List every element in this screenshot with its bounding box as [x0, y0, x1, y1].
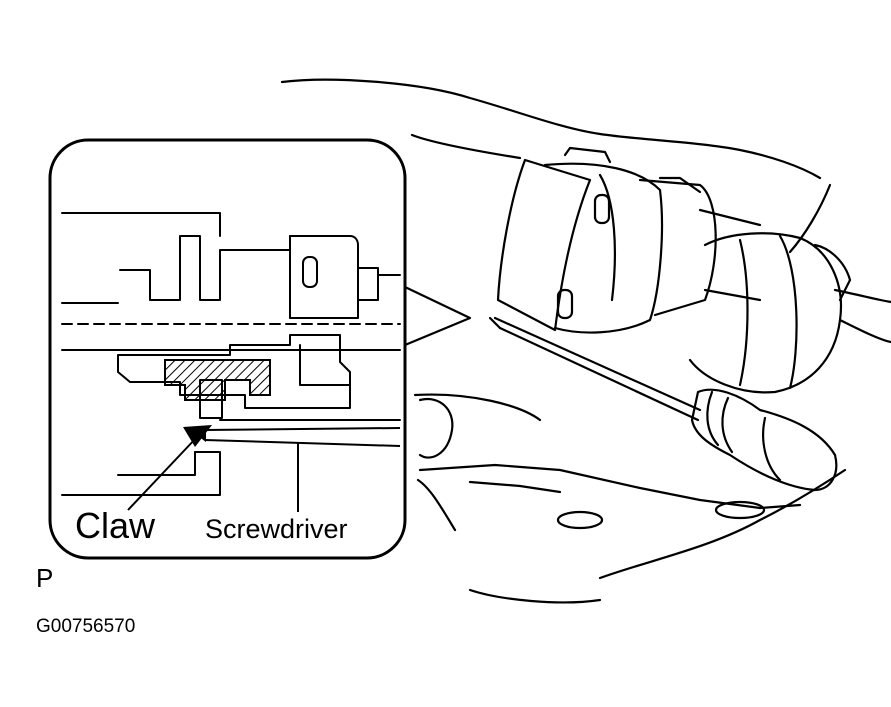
- screwdriver-handle-grip: [762, 416, 782, 482]
- connector-cable-2: [833, 288, 891, 304]
- figure-code: G00756570: [36, 616, 135, 637]
- housing-bottom: [598, 468, 847, 580]
- screwdriver-handle-collar: [706, 390, 734, 454]
- detail-slot: [302, 256, 318, 288]
- detail-screwdriver-shaft: [204, 427, 401, 447]
- housing-right-edge: [788, 183, 832, 254]
- detail-housing-step: [299, 344, 351, 386]
- assembly-collar-2: [658, 176, 702, 194]
- detail-cylinder-left: [119, 235, 291, 301]
- bolt-hole-2: [714, 500, 766, 520]
- mount-recess: [418, 397, 454, 459]
- housing-top-edge: [410, 133, 522, 160]
- detail-housing: [117, 334, 351, 409]
- housing-outline: [280, 78, 822, 180]
- assembly-sleeve: [496, 158, 592, 332]
- screwdriver-handle: [690, 388, 838, 492]
- connector-body: [688, 232, 842, 394]
- connector-ridge-2: [778, 234, 798, 390]
- connector-ridge-1: [738, 238, 749, 387]
- main-view: [280, 78, 891, 604]
- assembly-top-lug: [563, 146, 612, 164]
- detail-top-line: [61, 212, 221, 237]
- detail-hatched-section: [164, 359, 271, 401]
- bolt-hole-1: [556, 510, 604, 530]
- connector-lock: [813, 243, 852, 302]
- base-plate-inner: [468, 480, 562, 494]
- detail-cylinder-right: [357, 267, 379, 301]
- assembly-body: [543, 162, 664, 334]
- assembly-collar: [638, 178, 717, 317]
- detail-claw: [183, 425, 212, 447]
- claw-label: Claw: [75, 505, 156, 546]
- view-marker: P: [36, 563, 53, 593]
- detail-base-line-2: [117, 451, 196, 476]
- assembly-slot-1: [593, 193, 611, 225]
- base-plate: [418, 463, 802, 510]
- detail-cylinder-body: [289, 235, 359, 319]
- detail-inset: Claw Screwdriver: [48, 138, 407, 560]
- screwdriver-label: Screwdriver: [205, 514, 348, 544]
- claw-leader-line: [127, 436, 198, 511]
- housing-left-lower: [416, 478, 457, 532]
- assembly-shaft: [698, 208, 762, 302]
- assembly-slot-2: [556, 288, 574, 320]
- assembly-ring: [598, 173, 616, 302]
- callout-pointer: [403, 285, 472, 347]
- connector-cable: [838, 318, 891, 344]
- screwdriver-tip: [488, 316, 502, 330]
- screwdriver-shaft: [493, 316, 702, 422]
- housing-lower-curve: [413, 393, 542, 422]
- housing-bottom-left: [468, 588, 602, 604]
